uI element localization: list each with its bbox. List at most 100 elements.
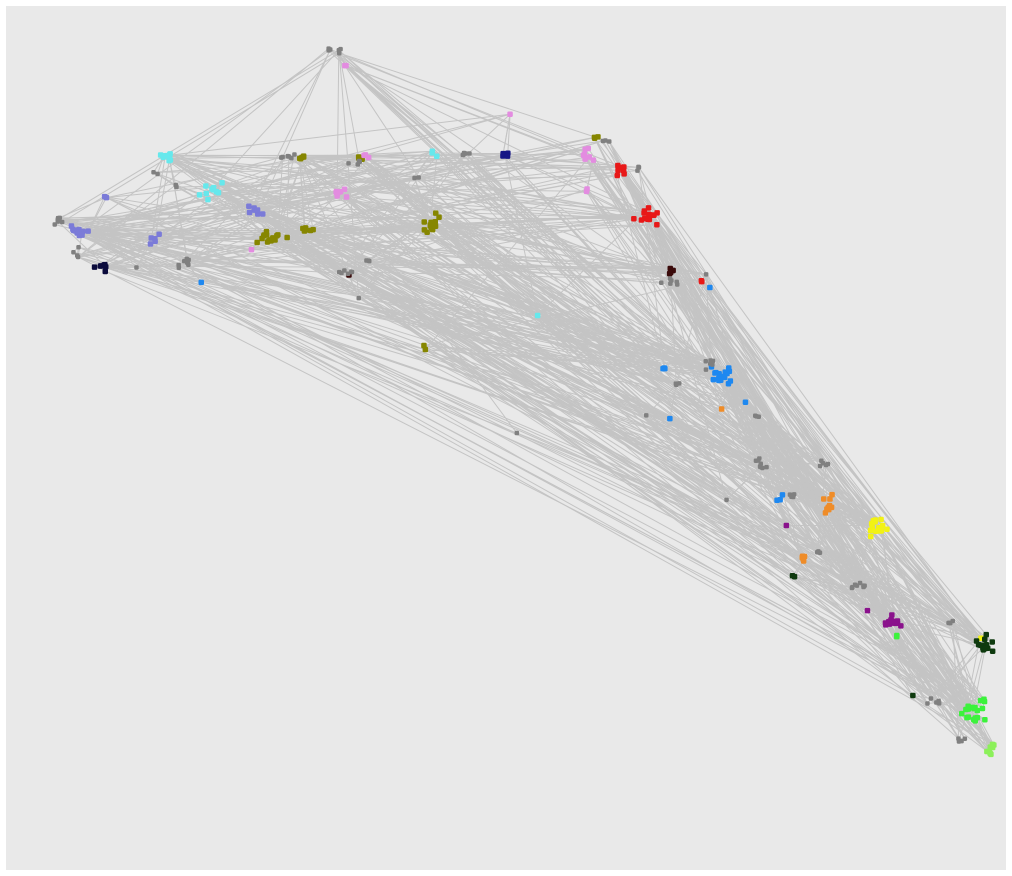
node-unclustered bbox=[55, 217, 60, 223]
edge bbox=[301, 156, 882, 520]
edge bbox=[724, 376, 826, 514]
edge bbox=[336, 191, 761, 468]
edge bbox=[892, 622, 978, 719]
node-unclustered bbox=[928, 696, 934, 701]
node-light-green bbox=[984, 748, 990, 755]
edge bbox=[216, 191, 707, 275]
node-unclustered bbox=[366, 258, 371, 263]
network-graph-panel bbox=[6, 6, 1006, 870]
node-unclustered bbox=[600, 138, 606, 144]
edge bbox=[263, 235, 793, 577]
edge bbox=[463, 152, 986, 650]
node-yellow bbox=[884, 526, 890, 532]
edge bbox=[150, 155, 166, 245]
edge bbox=[75, 153, 465, 232]
edge bbox=[726, 373, 959, 740]
edge bbox=[72, 228, 975, 710]
edge bbox=[794, 576, 853, 589]
node-green bbox=[971, 704, 977, 711]
edge bbox=[414, 177, 671, 285]
node-azure bbox=[721, 374, 728, 381]
node-unclustered bbox=[155, 171, 160, 177]
edge bbox=[368, 260, 707, 275]
edge bbox=[166, 113, 511, 157]
edge bbox=[186, 258, 763, 469]
node-periwinkle bbox=[85, 228, 91, 234]
node-purple bbox=[783, 522, 790, 529]
edge bbox=[912, 695, 932, 699]
node-red bbox=[616, 165, 622, 171]
node-olive bbox=[307, 227, 314, 234]
edge bbox=[721, 408, 825, 500]
node-unclustered bbox=[285, 153, 291, 159]
node-unclustered bbox=[463, 151, 468, 156]
node-red bbox=[646, 216, 653, 223]
edge bbox=[586, 190, 803, 559]
edge bbox=[882, 525, 892, 621]
edge bbox=[168, 154, 464, 159]
node-periwinkle bbox=[156, 231, 162, 237]
node-green bbox=[981, 698, 988, 705]
node-unclustered bbox=[820, 461, 826, 466]
node-cyan bbox=[203, 190, 209, 197]
node-pink bbox=[582, 156, 588, 162]
node-unclustered bbox=[186, 257, 191, 263]
edge bbox=[350, 271, 984, 649]
edge bbox=[293, 153, 666, 370]
edge bbox=[463, 153, 640, 168]
edge bbox=[81, 234, 993, 745]
node-azure bbox=[198, 279, 204, 286]
edge bbox=[338, 152, 433, 273]
edge bbox=[168, 160, 177, 186]
edge bbox=[303, 230, 677, 385]
edge bbox=[150, 243, 963, 715]
node-unclustered bbox=[337, 269, 342, 275]
node-olive bbox=[266, 237, 272, 244]
node-orange bbox=[826, 506, 832, 513]
node-navy-dark bbox=[102, 268, 108, 275]
node-periwinkle bbox=[246, 209, 253, 216]
edge bbox=[337, 191, 726, 373]
node-unclustered bbox=[754, 414, 759, 419]
edge bbox=[418, 155, 438, 178]
edge bbox=[293, 153, 967, 711]
node-pink bbox=[343, 194, 350, 200]
node-unclustered bbox=[962, 736, 968, 741]
edge bbox=[57, 220, 105, 266]
network-graph bbox=[52, 46, 997, 758]
node-olive bbox=[432, 223, 439, 229]
edge bbox=[338, 49, 712, 368]
edge bbox=[154, 160, 170, 240]
edge bbox=[336, 191, 437, 214]
edge bbox=[186, 258, 671, 275]
node-dark-green bbox=[982, 636, 988, 643]
edge bbox=[882, 525, 986, 640]
node-unclustered bbox=[950, 618, 955, 624]
node-olive bbox=[297, 156, 304, 162]
node-unclustered bbox=[356, 295, 361, 301]
edge bbox=[537, 315, 712, 368]
edge bbox=[160, 154, 276, 241]
node-orange bbox=[821, 496, 827, 502]
node-unclustered bbox=[708, 358, 713, 363]
node-purple bbox=[898, 623, 904, 629]
edge bbox=[150, 218, 635, 245]
node-unclustered bbox=[703, 272, 709, 277]
node-purple bbox=[892, 620, 899, 627]
node-unclustered bbox=[346, 161, 351, 166]
edge bbox=[57, 219, 707, 371]
edge bbox=[423, 229, 977, 642]
edge bbox=[645, 414, 671, 420]
node-unclustered bbox=[467, 151, 472, 156]
node-unclustered bbox=[337, 51, 342, 56]
node-orange bbox=[799, 554, 805, 561]
edge-layer bbox=[54, 48, 995, 755]
node-purple bbox=[864, 607, 871, 614]
node-cyan bbox=[166, 157, 172, 164]
node-cyan bbox=[434, 153, 440, 159]
node-orange bbox=[827, 496, 833, 502]
node-olive bbox=[254, 239, 260, 246]
edge bbox=[776, 499, 787, 526]
edge bbox=[351, 271, 975, 708]
edge bbox=[424, 349, 976, 709]
